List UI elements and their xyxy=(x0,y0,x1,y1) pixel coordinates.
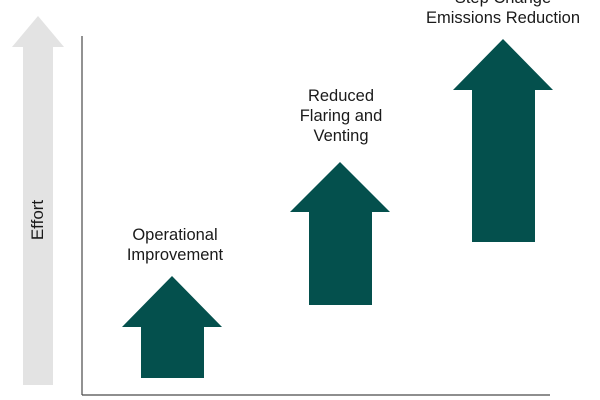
effort-arrow xyxy=(12,16,64,385)
effort-axis-label: Effort xyxy=(28,199,47,241)
label-line: Flaring and xyxy=(299,107,383,125)
operational-improvement-label: Operational Improvement xyxy=(96,225,254,265)
label-line: Emissions Reduction xyxy=(425,9,581,27)
label-line: Improvement xyxy=(126,246,224,264)
reduced-flaring-arrow xyxy=(290,162,390,305)
step-change-arrow xyxy=(453,39,553,242)
label-line: Step Change xyxy=(410,0,596,8)
label-line: Venting xyxy=(313,127,369,145)
operational-improvement-arrow xyxy=(122,276,222,378)
reduced-flaring-label: Reduced Flaring and Venting xyxy=(266,86,416,146)
label-line: Operational xyxy=(132,226,218,244)
label-line: Reduced xyxy=(307,87,375,105)
step-change-label: Step Change Emissions Reduction xyxy=(410,0,596,28)
